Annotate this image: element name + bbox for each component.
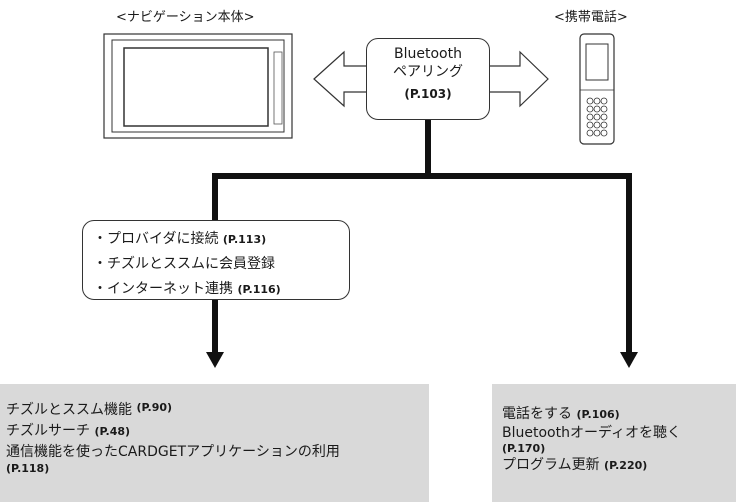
internet-setup-box: ・プロバイダに接続 (P.113) ・チズルとススムに会員登録 ・インターネット…: [82, 220, 350, 300]
bluetooth-pairing-box: Bluetooth ペアリング (P.103): [366, 38, 490, 120]
feature-text: 電話をする: [502, 406, 572, 422]
list-item: ・インターネット連携 (P.116): [93, 277, 349, 302]
feature-page-ref: (P.90): [136, 401, 173, 414]
feature-line: 電話をする (P.106): [502, 404, 736, 425]
feature-page-ref: (P.220): [604, 459, 648, 472]
item-text: ・プロバイダに接続: [93, 231, 219, 247]
internet-features-box: チズルとススム機能 (P.90) チズルサーチ (P.48) 通信機能を使ったC…: [0, 384, 429, 502]
item-page-ref: (P.116): [237, 283, 281, 296]
phone-features-box: 電話をする (P.106) Bluetoothオーディオを聴く (P.170) …: [492, 384, 736, 502]
feature-page-ref: (P.170): [502, 442, 546, 455]
pairing-label: ペアリング: [393, 64, 463, 80]
item-page-ref: (P.113): [222, 233, 267, 246]
feature-line: Bluetoothオーディオを聴く: [502, 425, 736, 442]
phone-label: <携帯電話>: [554, 10, 628, 25]
feature-page-ref: (P.48): [94, 425, 131, 438]
connector-lines: [212, 118, 632, 354]
feature-text: チズルとススム機能: [6, 402, 132, 418]
item-text: ・チズルとススムに会員登録: [93, 256, 275, 272]
mobile-phone-icon: [579, 33, 615, 145]
feature-page-ref: (P.106): [576, 408, 620, 421]
pairing-page-ref: (P.103): [404, 87, 452, 101]
list-item: ・チズルとススムに会員登録: [93, 252, 349, 277]
feature-page-ref: (P.118): [6, 462, 50, 475]
feature-text: プログラム更新: [502, 457, 600, 473]
arrow-head-left: [206, 352, 224, 368]
feature-line: チズルサーチ (P.48): [6, 421, 429, 442]
feature-line: チズルとススム機能 (P.90): [6, 400, 429, 421]
feature-text: Bluetoothオーディオを聴く: [502, 425, 681, 441]
list-item: ・プロバイダに接続 (P.113): [93, 227, 349, 252]
navi-label: <ナビゲーション本体>: [116, 10, 255, 25]
feature-line: プログラム更新 (P.220): [502, 455, 736, 476]
arrow-head-right: [620, 352, 638, 368]
item-text: ・インターネット連携: [93, 281, 233, 297]
feature-text: 通信機能を使ったCARDGETアプリケーションの利用: [6, 444, 340, 460]
navigation-unit-icon: [103, 33, 293, 139]
feature-text: チズルサーチ: [6, 423, 90, 439]
feature-line: 通信機能を使ったCARDGETアプリケーションの利用: [6, 442, 429, 462]
bluetooth-label: Bluetooth: [394, 46, 462, 62]
